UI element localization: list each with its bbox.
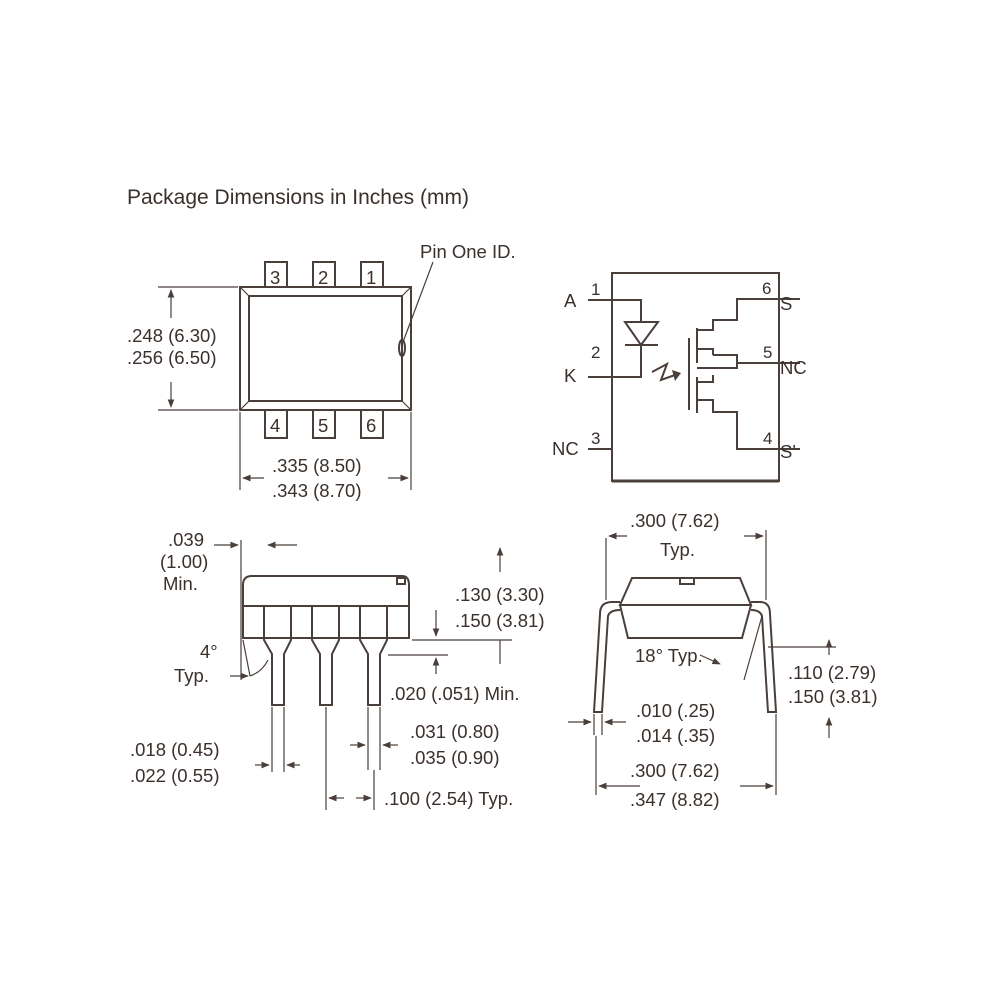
pin-label-6: 6 (366, 415, 376, 436)
schematic-pin-1: 1 (591, 280, 600, 299)
top-pins: 3 2 1 (264, 261, 384, 289)
schematic-pin-2: 2 (591, 343, 600, 362)
dim-thickness-max: .014 (.35) (636, 725, 715, 746)
dim-seated-max: .150 (3.81) (455, 610, 544, 631)
dim-lead-gap-inch: .039 (168, 529, 204, 550)
pin-label-2: 2 (318, 267, 328, 288)
dim-height-max: .256 (6.50) (127, 347, 216, 368)
dim-row-spacing-typ: Typ. (660, 539, 695, 560)
label-source: S (780, 293, 792, 314)
top-view: 3 2 1 4 5 6 Pin One ID. .248 (6.30) .256 (127, 241, 516, 501)
dim-span-min: .300 (7.62) (630, 760, 719, 781)
dim-lead-gap-min: Min. (163, 573, 198, 594)
side-view: .039 (1.00) Min. 4° Typ. .130 (3.30) .15… (130, 529, 544, 810)
schematic-pin-6: 6 (762, 279, 771, 298)
label-source-prime: S' (780, 441, 796, 462)
dim-lead-length-min: .110 (2.79) (788, 662, 876, 683)
label-anode: A (564, 290, 577, 311)
schematic-pin-5: 5 (763, 343, 772, 362)
label-cathode: K (564, 365, 577, 386)
package-body-end (618, 577, 753, 606)
dim-height-min: .248 (6.30) (127, 325, 216, 346)
pin-label-1: 1 (366, 267, 376, 288)
dim-width-min: .335 (8.50) (272, 455, 361, 476)
pin-one-id-label: Pin One ID. (420, 241, 516, 262)
dim-lead-width-max: .022 (0.55) (130, 765, 219, 786)
label-nc-right: NC (780, 357, 807, 378)
dim-lead-length-max: .150 (3.81) (788, 686, 877, 707)
package-body-top (239, 286, 412, 411)
drawing-title: Package Dimensions in Inches (mm) (127, 186, 469, 209)
end-view: .300 (7.62) Typ. 18° Typ. .110 (2.79) .1… (568, 510, 877, 810)
led-diode (623, 321, 660, 347)
pin-label-5: 5 (318, 415, 328, 436)
bottom-pins: 4 5 6 (264, 409, 384, 439)
dim-shoulder-max: .035 (0.90) (410, 747, 499, 768)
dim-row-spacing: .300 (7.62) (630, 510, 719, 531)
schematic: 1 2 3 6 5 4 A K NC S NC S' (552, 272, 807, 483)
dim-seated-min: .130 (3.30) (455, 584, 544, 605)
end-lead-left (592, 601, 621, 713)
pin-one-notch (398, 339, 406, 357)
schematic-pin-4: 4 (763, 429, 772, 448)
schematic-pin-3: 3 (591, 429, 600, 448)
dim-pitch: .100 (2.54) Typ. (384, 788, 513, 809)
end-lead-right (750, 601, 778, 713)
dim-shoulder-min: .031 (0.80) (410, 721, 499, 742)
dim-span-max: .347 (8.82) (630, 789, 719, 810)
dim-standoff: .020 (.051) Min. (390, 683, 520, 704)
package-body-side (242, 575, 410, 607)
dim-angle-18: 18° Typ. (635, 645, 703, 666)
light-emission-arrow (651, 361, 676, 382)
label-nc-left: NC (552, 438, 579, 459)
pin-label-4: 4 (270, 415, 280, 436)
dim-thickness-min: .010 (.25) (636, 700, 715, 721)
dim-lead-width-min: .018 (0.45) (130, 739, 219, 760)
dim-width-max: .343 (8.70) (272, 480, 361, 501)
pin-label-3: 3 (270, 267, 280, 288)
dim-lead-gap-mm: (1.00) (160, 551, 208, 572)
side-leads (263, 605, 388, 706)
dim-angle-4: 4° (200, 641, 218, 662)
dim-angle-4-typ: Typ. (174, 665, 209, 686)
